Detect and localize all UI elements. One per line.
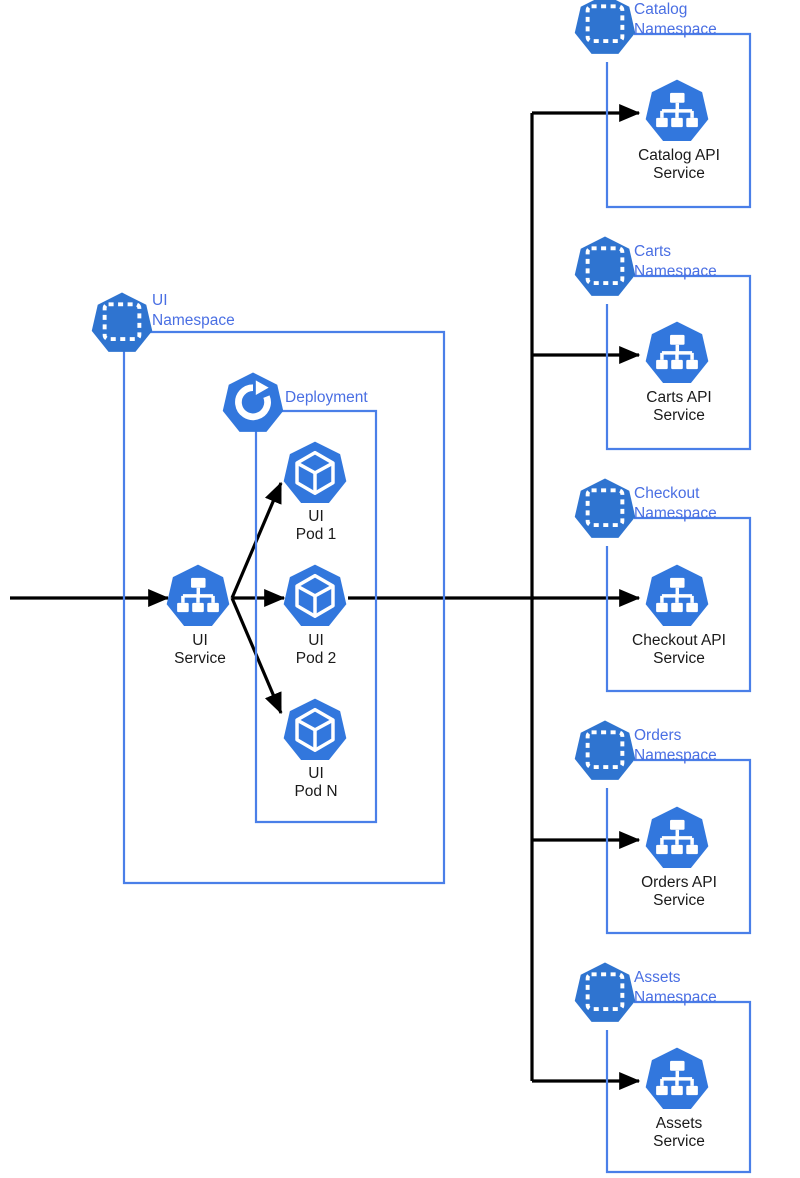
- service-icon[interactable]: [645, 321, 709, 384]
- catalog-namespace-label-line2: Namespace: [634, 21, 717, 38]
- ui-namespace-label-line1: UI: [152, 292, 168, 309]
- assets-service-label-line2: Service: [653, 1133, 705, 1150]
- ui-pod-1-label-line2: Pod 1: [296, 526, 337, 543]
- carts-api-service-node[interactable]: Carts API Service: [645, 321, 712, 424]
- checkout-api-service-label-line1: Checkout API: [632, 632, 726, 649]
- ui-service-label-line2: Service: [174, 650, 226, 667]
- assets-namespace-label-line2: Namespace: [634, 989, 717, 1006]
- service-icon[interactable]: [645, 564, 709, 627]
- service-icon[interactable]: [645, 806, 709, 869]
- namespace-icon[interactable]: [574, 478, 636, 538]
- catalog-api-service-label-line2: Service: [653, 165, 705, 182]
- namespace-icon[interactable]: [574, 962, 636, 1022]
- assets-service-label-line1: Assets: [656, 1115, 703, 1132]
- pod-icon[interactable]: [283, 698, 347, 761]
- checkout-api-service-node[interactable]: Checkout API Service: [632, 564, 726, 667]
- catalog-api-service-node[interactable]: Catalog API Service: [638, 79, 720, 182]
- service-icon[interactable]: [645, 79, 709, 142]
- carts-namespace-label-line1: Carts: [634, 243, 671, 260]
- ui-pod-n-node[interactable]: UI Pod N: [283, 698, 347, 800]
- checkout-namespace-boundary: [605, 516, 752, 693]
- catalog-namespace-label-line1: Catalog: [634, 1, 687, 18]
- ui-service-node[interactable]: UI Service: [166, 564, 230, 667]
- ui-namespace-boundary: [122, 330, 446, 885]
- pod-icon[interactable]: [283, 441, 347, 504]
- service-icon[interactable]: [166, 564, 230, 627]
- ui-pod-1-node[interactable]: UI Pod 1: [283, 441, 347, 543]
- catalog-api-service-label-line1: Catalog API: [638, 147, 720, 164]
- carts-api-service-label-line2: Service: [653, 407, 705, 424]
- orders-api-service-label-line2: Service: [653, 892, 705, 909]
- ui-pod-2-node[interactable]: UI Pod 2: [283, 564, 347, 667]
- carts-namespace-group[interactable]: Carts Namespace Carts API: [574, 236, 752, 451]
- ui-pod-2-label-line1: UI: [308, 632, 324, 649]
- ui-deployment-boundary: [254, 409, 378, 824]
- orders-api-service-node[interactable]: Orders API Service: [641, 806, 717, 909]
- carts-namespace-boundary: [605, 274, 752, 451]
- namespace-icon[interactable]: [574, 0, 636, 54]
- catalog-namespace-group[interactable]: Catalog Namespace Catalog A: [574, 0, 752, 209]
- ui-deployment-label: Deployment: [285, 389, 368, 406]
- namespace-icon[interactable]: [574, 236, 636, 296]
- ui-pod-n-label-line1: UI: [308, 765, 324, 782]
- ui-deployment-group[interactable]: Deployment UI Pod 1: [222, 372, 378, 824]
- checkout-namespace-label-line1: Checkout: [634, 485, 700, 502]
- assets-namespace-boundary: [605, 1000, 752, 1174]
- ui-pod-1-label-line1: UI: [308, 508, 324, 525]
- ui-namespace-group[interactable]: UI Namespace UI: [91, 292, 446, 885]
- pod-icon[interactable]: [283, 564, 347, 627]
- orders-namespace-boundary: [605, 758, 752, 935]
- carts-namespace-label-line2: Namespace: [634, 263, 717, 280]
- ui-namespace-label-line2: Namespace: [152, 312, 235, 329]
- checkout-api-service-label-line2: Service: [653, 650, 705, 667]
- assets-service-node[interactable]: Assets Service: [645, 1047, 709, 1150]
- orders-api-service-label-line1: Orders API: [641, 874, 717, 891]
- checkout-namespace-group[interactable]: Checkout Namespace Checkout: [574, 478, 752, 693]
- assets-namespace-label-line1: Assets: [634, 969, 681, 986]
- orders-namespace-label-line2: Namespace: [634, 747, 717, 764]
- ui-pod-2-label-line2: Pod 2: [296, 650, 337, 667]
- namespace-icon[interactable]: [574, 720, 636, 780]
- checkout-namespace-label-line2: Namespace: [634, 505, 717, 522]
- deployment-icon[interactable]: [222, 372, 284, 432]
- connector-layer: [10, 104, 641, 1090]
- ui-namespace-icon[interactable]: [91, 292, 153, 352]
- service-icon[interactable]: [645, 1047, 709, 1110]
- ui-pod-n-label-line2: Pod N: [294, 783, 337, 800]
- orders-namespace-group[interactable]: Orders Namespace Orders API: [574, 720, 752, 935]
- carts-api-service-label-line1: Carts API: [646, 389, 711, 406]
- assets-namespace-group[interactable]: Assets Namespace Assets: [574, 962, 752, 1174]
- orders-namespace-label-line1: Orders: [634, 727, 682, 744]
- ui-service-label-line1: UI: [192, 632, 208, 649]
- catalog-namespace-boundary: [605, 32, 752, 209]
